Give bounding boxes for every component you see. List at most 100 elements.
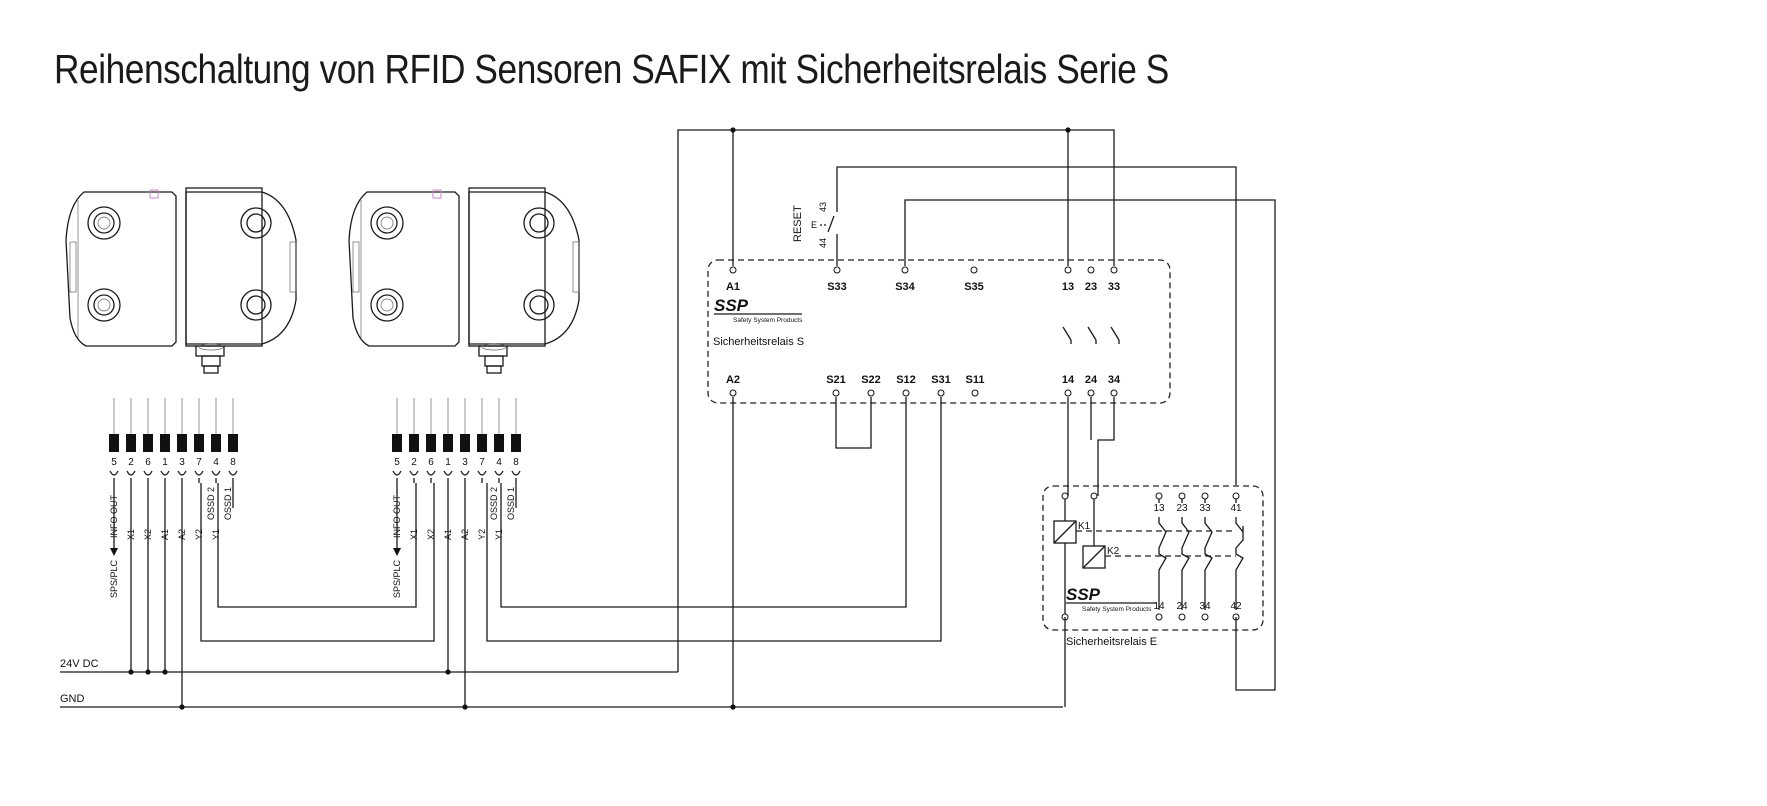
relay-s-label-13: 13 (1062, 281, 1074, 293)
safety-relay-s: SSP Safety System Products Sicherheitsre… (707, 259, 1171, 404)
relay-s-label-s33: S33 (827, 281, 847, 293)
s1-pin-block-8 (228, 434, 238, 452)
s1-pin-number-8: 8 (230, 457, 236, 468)
ssp-logo-subtitle: Safety System Products (733, 317, 803, 324)
power-rail-label: 24V DC (60, 658, 99, 670)
junction-0 (730, 127, 736, 133)
relay-s-terminal-s11 (971, 389, 979, 397)
relay-e-label-bottom-24: 24 (1176, 601, 1188, 612)
relay-s-label-s12: S12 (896, 374, 916, 386)
s2-ossd1-label: OSSD 1 (506, 487, 516, 520)
s2-pin-hook-4 (494, 470, 504, 476)
s2-pin-number-6: 6 (428, 457, 434, 468)
ssp-logo: SSP Safety System Products (714, 296, 803, 324)
s2-pin-block-4 (494, 434, 504, 452)
coil-k1-label: K1 (1078, 521, 1091, 532)
relay-s-terminal-23 (1087, 266, 1095, 274)
s2-pin-block-1 (443, 434, 453, 452)
s1-pin-block-6 (143, 434, 153, 452)
relay-e-terminal-bottom-24 (1178, 613, 1186, 621)
relay-s-terminal-a1 (729, 266, 737, 274)
rfid-sensor-2 (348, 187, 580, 374)
s1-pin-hook-7 (194, 470, 204, 476)
relay-e-terminal-coil-b (1090, 492, 1098, 500)
s2-signal-x1: X1 (409, 529, 419, 540)
s2-signal-x2: X2 (426, 529, 436, 540)
s2-sps-arrow (393, 548, 401, 556)
relay-e-terminal-top-41 (1232, 492, 1240, 500)
s2-pin-block-3 (460, 434, 470, 452)
s2-pin-hook-2 (409, 470, 419, 476)
s2-pin-hook-3 (460, 470, 470, 476)
relay-e-terminal-bottom-14 (1155, 613, 1163, 621)
s2-pin-number-8: 8 (513, 457, 519, 468)
junction-7 (462, 704, 468, 710)
junction-4 (162, 669, 168, 675)
relay-s-label-s11: S11 (966, 374, 985, 386)
s2-sps-label: SPS/PLC (392, 559, 402, 598)
relay-s-terminal-s34 (901, 266, 909, 274)
s1-pin-hook-8 (228, 470, 238, 476)
relay-e-label-top-23: 23 (1176, 503, 1188, 514)
junction-2 (128, 669, 134, 675)
s1-signal-y2: Y2 (194, 529, 204, 540)
s2-pin-number-7: 7 (479, 457, 485, 468)
s2-pin-block-5 (392, 434, 402, 452)
relay-s-terminal-24 (1087, 389, 1095, 397)
power-rail: 24V DC (60, 658, 678, 673)
s1-pin-block-3 (177, 434, 187, 452)
relay-s-label-33: 33 (1108, 281, 1120, 293)
rfid-sensor-1 (65, 187, 297, 374)
s1-signal-y1: Y1 (211, 529, 221, 540)
relay-s-terminal-33 (1110, 266, 1118, 274)
reset-actuator-label: E (811, 220, 817, 230)
s1-pin-hook-5 (109, 470, 119, 476)
relay-e-label-top-13: 13 (1153, 503, 1165, 514)
s1-pin-number-2: 2 (128, 457, 134, 468)
ground-rail: GND (60, 693, 1063, 708)
s1-pin-block-5 (109, 434, 119, 452)
relay-s-terminal-a2 (729, 389, 737, 397)
s2-pin-hook-8 (511, 470, 521, 476)
s1-pin-number-4: 4 (213, 457, 219, 468)
relay-e-label-bottom-34: 34 (1199, 601, 1211, 612)
relay-s-label-s31: S31 (931, 374, 951, 386)
s1-ossd1-label: OSSD 1 (223, 487, 233, 520)
wire-junctions (128, 127, 1071, 710)
s2-pin-number-1: 1 (445, 457, 451, 468)
reset-contact-bottom: 44 (818, 238, 828, 248)
s2-pin-hook-7 (477, 470, 487, 476)
s1-sps-label: SPS/PLC (109, 559, 119, 598)
s2-pin-hook-1 (443, 470, 453, 476)
s2-signal-y2: Y2 (477, 529, 487, 540)
relay-s-label-23: 23 (1085, 281, 1097, 293)
s1-pin-block-4 (211, 434, 221, 452)
relay-e-label-bottom-14: 14 (1153, 601, 1165, 612)
s2-signal-y1: Y1 (494, 529, 504, 540)
page-title: Reihenschaltung von RFID Sensoren SAFIX … (54, 46, 1169, 92)
junction-8 (730, 704, 736, 710)
ssp-logo-e: SSP Safety System Products (1066, 585, 1156, 613)
reset-label: RESET (792, 205, 804, 242)
relay-e-terminal-top-23 (1178, 492, 1186, 500)
s1-pin-hook-2 (126, 470, 136, 476)
s1-sps-arrow (110, 548, 118, 556)
relay-e-terminal-top-13 (1155, 492, 1163, 500)
reset-contact-top: 43 (818, 202, 828, 212)
relay-s-terminal-13 (1064, 266, 1072, 274)
relay-e-terminal-coil-a (1061, 492, 1069, 500)
relay-e-label-top-33: 33 (1199, 503, 1211, 514)
s1-pin-hook-4 (211, 470, 221, 476)
relay-e-label-bottom-42: 42 (1230, 601, 1242, 612)
relay-s-label-s34: S34 (895, 281, 915, 293)
relay-e-name: Sicherheitsrelais E (1066, 636, 1157, 648)
relay-s-terminal-s33 (833, 266, 841, 274)
relay-s-contacts (1062, 326, 1120, 344)
s2-pin-block-2 (409, 434, 419, 452)
relay-s-label-24: 24 (1085, 374, 1098, 386)
ground-rail-label: GND (60, 693, 85, 705)
junction-1 (1065, 127, 1071, 133)
